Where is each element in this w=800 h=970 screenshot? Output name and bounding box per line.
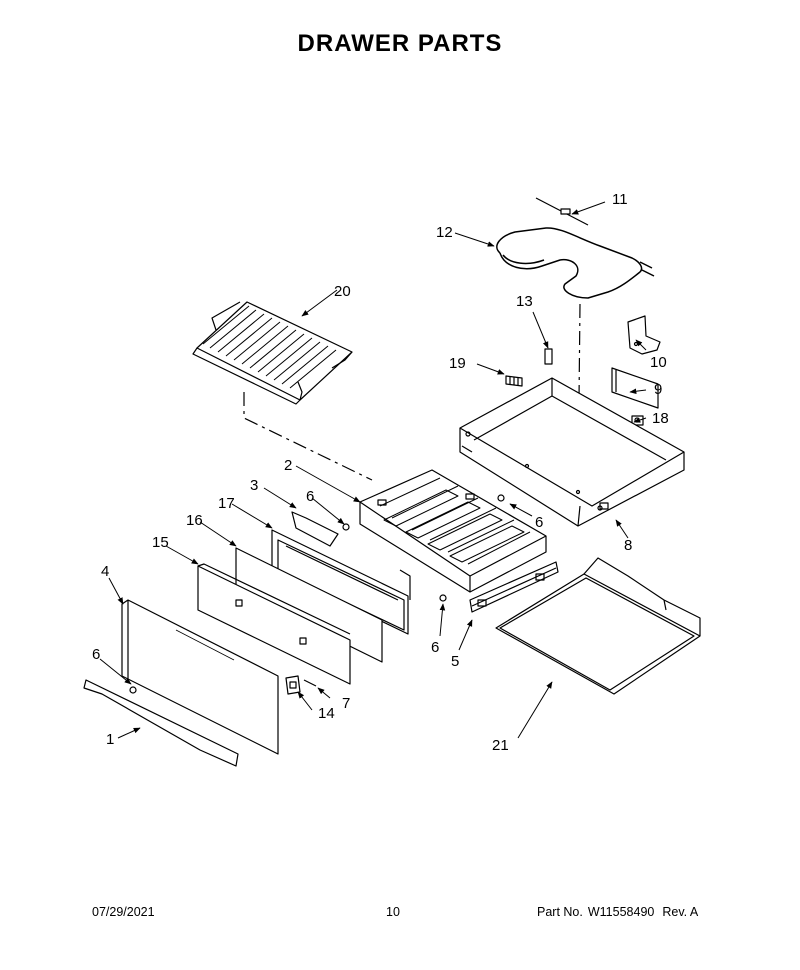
callout-8: 8 [624,537,632,554]
callout-20: 20 [334,283,351,300]
callout-7: 7 [342,695,350,712]
footer-part-info: Part No. W11558490 Rev. A [537,905,698,919]
callout-18: 18 [652,410,669,427]
callout-13: 13 [516,293,533,310]
heating-element-part [496,227,655,299]
drawer-housing-part [459,377,685,527]
callout-17: 17 [218,495,235,512]
drawer-liner-part [495,557,701,695]
bracket-9-part [611,367,659,409]
callout-2: 2 [284,457,292,474]
callout-6-front: 6 [92,646,100,663]
callout-arrows [99,201,647,739]
footer-part-number: W11558490 [587,905,655,919]
oven-rack-part [192,301,353,405]
callout-6-pan: 6 [306,488,314,505]
footer-part-label: Part No. [537,905,583,919]
inner-panel-17-part [271,529,411,635]
callout-19: 19 [449,355,466,372]
drawer-front-part [121,599,279,755]
callout-6-slide: 6 [431,639,439,656]
bracket-3-part [291,511,339,547]
callout-3: 3 [250,477,258,494]
handle-part [83,679,239,767]
callout-9: 9 [654,381,662,398]
screw-6-part [129,494,505,694]
callout-21: 21 [492,737,509,754]
footer-revision: Rev. A [662,905,699,919]
callout-5: 5 [451,653,459,670]
callout-15: 15 [152,534,169,551]
screw-7-part [303,679,317,687]
callout-1: 1 [106,731,114,748]
footer-page-number: 10 [386,905,400,919]
callout-11: 11 [612,191,628,208]
screw-19-part [505,375,523,387]
callout-16: 16 [186,512,203,529]
drawer-pan-part [359,469,547,593]
footer-date: 07/29/2021 [92,905,155,919]
sensor-probe-part [535,197,589,226]
slide-rail-part [469,561,559,613]
inner-door-panel-part [197,563,351,685]
page-title: DRAWER PARTS [297,30,503,57]
callout-12: 12 [436,224,453,241]
callout-14: 14 [318,705,335,722]
bezel-14-part [285,675,301,695]
callout-4: 4 [101,563,109,580]
clip-13-part [544,348,553,365]
callout-6-rail: 6 [535,514,543,531]
callout-10: 10 [650,354,667,371]
